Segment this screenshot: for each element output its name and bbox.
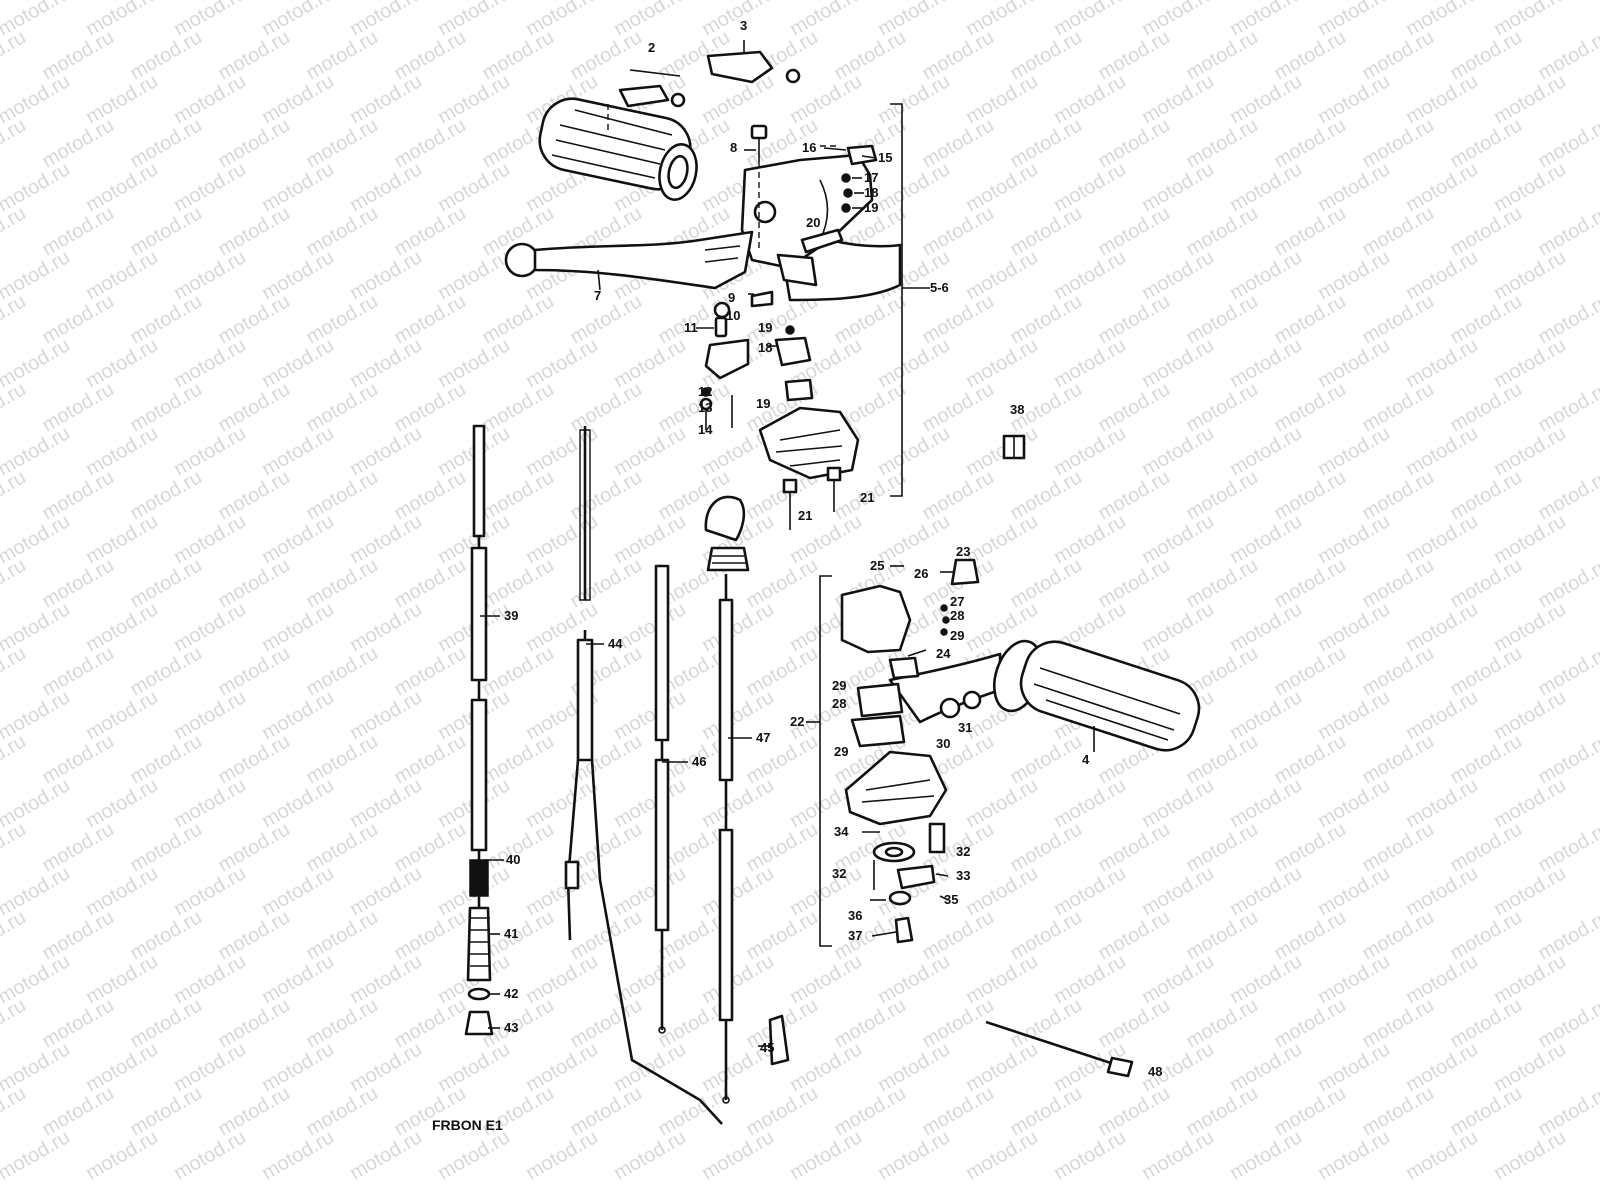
callout-label: 36 [848,908,862,923]
callout-label: 21 [860,490,874,505]
footer-code: FRBON E1 [432,1117,503,1133]
callout-label: 33 [956,868,970,883]
callout-label: 3 [740,18,747,33]
callout-label: 25 [870,558,884,573]
callout-label: 29 [950,628,964,643]
callout-label: 34 [834,824,849,839]
callout-label: 13 [698,400,712,415]
callout-label: 15 [878,150,892,165]
leader-lines [480,40,954,1047]
callout-label: 48 [1148,1064,1162,1079]
callout-label: 23 [956,544,970,559]
callout-label: 20 [806,215,820,230]
callout-label: 35 [944,892,958,907]
callout-label: 31 [958,720,972,735]
callout-label: 19 [864,200,878,215]
callout-label: 37 [848,928,862,943]
callout-label: 21 [798,508,812,523]
clip-part-2 [607,84,686,130]
bracket-22 [819,575,832,947]
bracket-5-6 [890,103,903,497]
callout-label: 47 [756,730,770,745]
part-48 [985,1020,1134,1078]
callout-label: 10 [726,308,740,323]
lower-right-switch [844,750,948,944]
callout-label: 17 [864,170,878,185]
cable-47 [704,495,750,1104]
callout-label: 28 [832,696,846,711]
callout-label: 7 [594,288,601,303]
callout-label: 19 [756,396,770,411]
callout-label: 39 [504,608,518,623]
callout-label: 29 [832,678,846,693]
cable-44 [564,426,723,1125]
small-parts-15-20 [800,144,878,254]
switch-housing-lower-left [758,378,860,530]
callout-label: 4 [1082,752,1090,767]
switch-small-parts-9-14 [699,290,812,430]
callout-label: 27 [950,594,964,609]
right-grip-part-4 [993,639,1201,752]
right-switch-housing [840,558,1002,748]
callout-label: 11 [684,320,698,335]
callout-label: 32 [832,866,846,881]
cable-46 [654,564,670,1034]
callout-label: 18 [864,185,878,200]
callout-label: 38 [1010,402,1024,417]
callout-label: 43 [504,1020,518,1035]
callout-label: 22 [790,714,804,729]
callout-label: 46 [692,754,706,769]
callout-label: 29 [834,744,848,759]
lever-holder [740,153,902,302]
callout-label: 32 [956,844,970,859]
clamp-part-3 [706,50,801,84]
callout-label: 12 [698,384,712,399]
callout-label: 9 [728,290,735,305]
callout-label: 30 [936,736,950,751]
callout-label: 26 [914,566,928,581]
lever-part-7 [504,230,754,290]
callout-label: 44 [608,636,623,651]
cable-39 [464,424,494,1036]
callout-label: 8 [730,140,737,155]
left-grip [538,97,698,201]
callout-label: 40 [506,852,520,867]
callout-label: 45 [760,1040,774,1055]
callout-label: 19 [758,320,772,335]
callout-label: 24 [936,646,951,661]
callout-label: 42 [504,986,518,1001]
callout-label: 18 [758,340,772,355]
boot-part-45 [768,1014,790,1066]
callout-label: 28 [950,608,964,623]
callout-label: 41 [504,926,518,941]
callout-label: 2 [648,40,655,55]
part-38 [1002,434,1026,460]
callout-label: 16 [802,140,816,155]
callout-label: 14 [698,422,713,437]
bolt-part-8 [750,124,768,250]
callout-label: 5-6 [930,280,949,295]
